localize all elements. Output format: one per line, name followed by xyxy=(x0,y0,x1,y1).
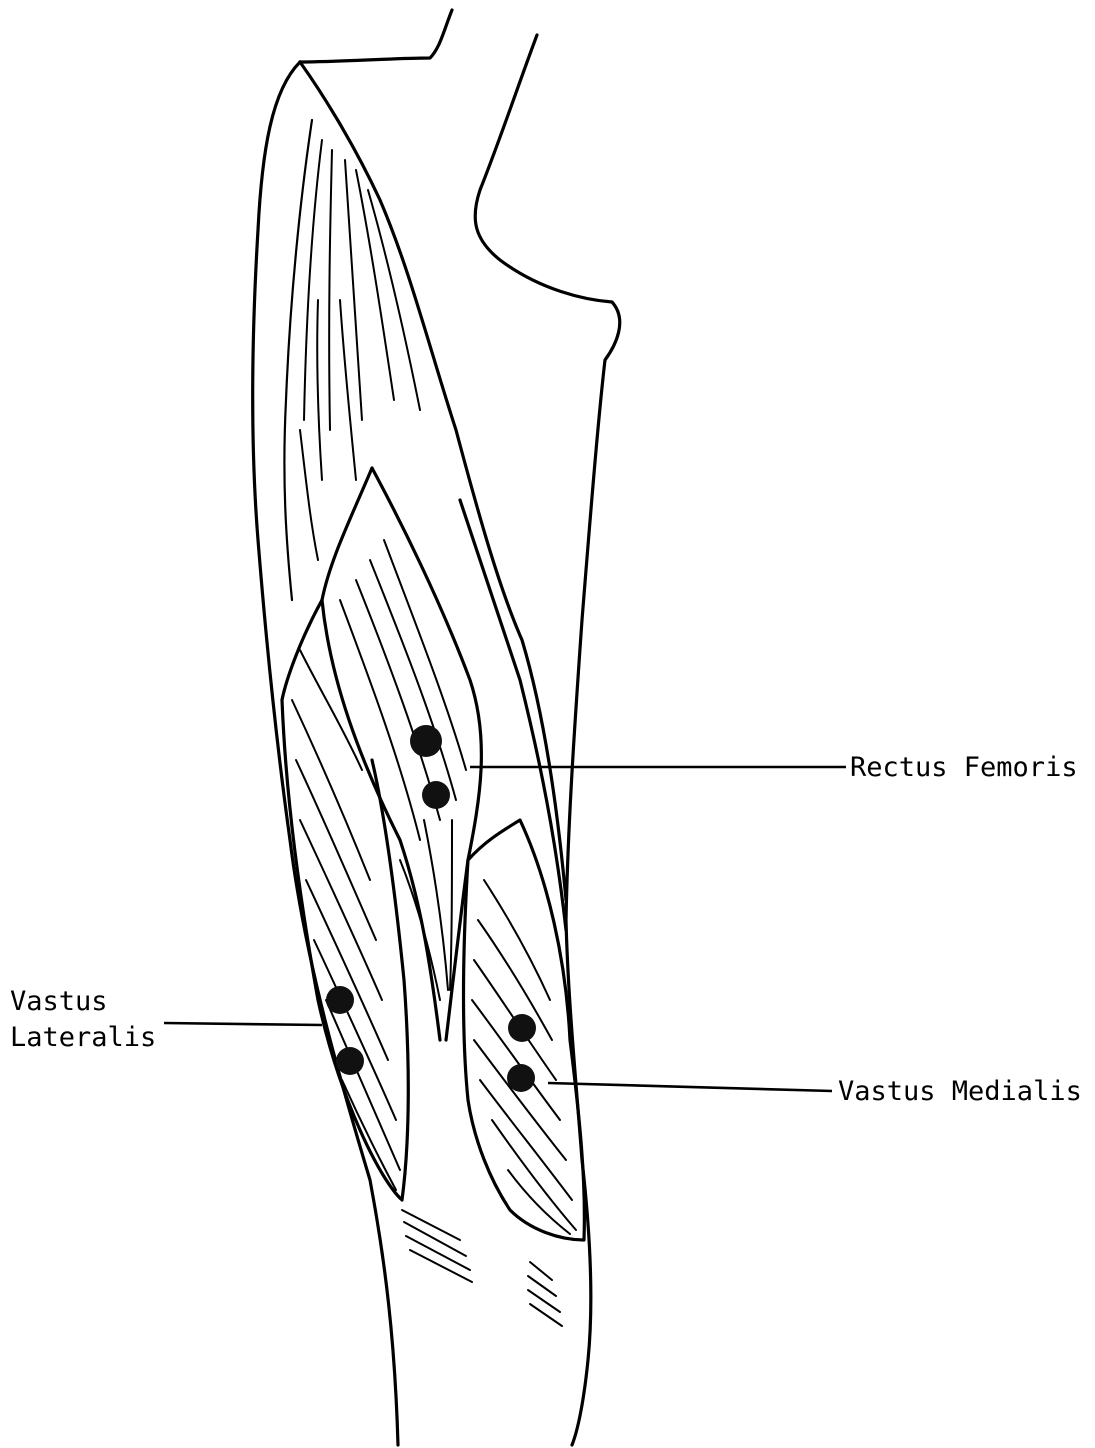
electrode-dots xyxy=(326,725,536,1092)
electrode-rectus-femoris-upper xyxy=(410,725,442,757)
label-vastus-medialis: Vastus Medialis xyxy=(838,1076,1082,1107)
label-rectus-femoris: Rectus Femoris xyxy=(850,752,1078,783)
leader-lines xyxy=(164,767,846,1091)
leader-vastus-lateralis xyxy=(164,1023,322,1025)
electrode-vastus-lateralis-lower xyxy=(336,1047,364,1075)
knee-tendon-hatching xyxy=(402,1210,562,1326)
electrode-vastus-medialis-upper xyxy=(508,1014,536,1042)
leader-vastus-medialis xyxy=(548,1083,832,1091)
label-vastus-lateralis-line1: Vastus xyxy=(10,986,108,1017)
label-vastus-lateralis-line2: Lateralis xyxy=(10,1022,156,1053)
vastus-lateralis-muscle xyxy=(282,600,408,1200)
electrode-vastus-medialis-lower xyxy=(507,1064,535,1092)
electrode-rectus-femoris-lower xyxy=(422,781,450,809)
electrode-vastus-lateralis-upper xyxy=(326,986,354,1014)
